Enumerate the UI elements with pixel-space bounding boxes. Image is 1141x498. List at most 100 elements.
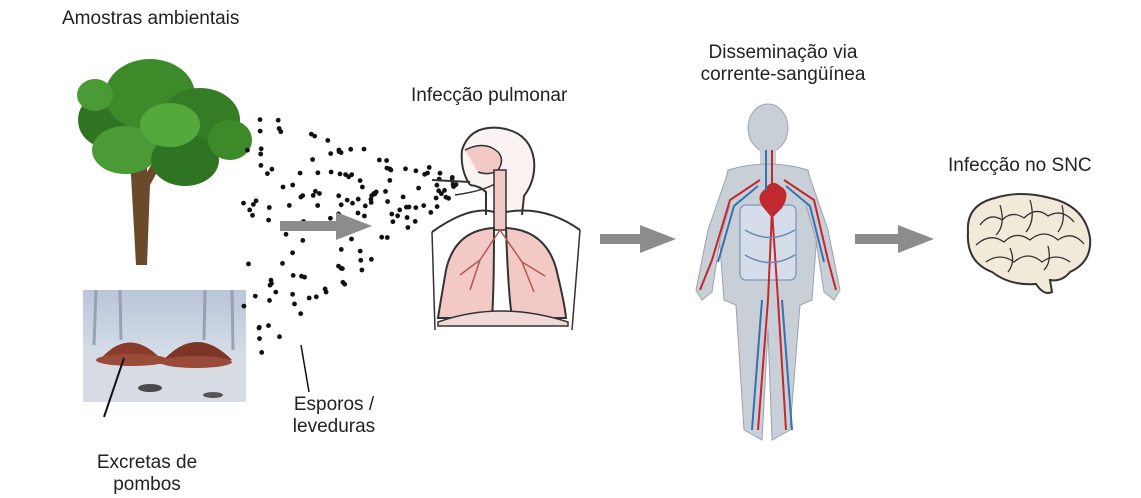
arrow-to-brain [855,225,934,253]
spores-pointer-line [301,345,309,392]
spore-dot [291,273,296,278]
spore-dot [311,193,316,198]
spore-dot [345,198,350,203]
spore-dot [385,199,390,204]
spore-dot [362,214,367,219]
spore-dot [397,208,402,213]
spores-dot-cloud [241,117,458,355]
arrow-to-bloodstream [600,225,676,253]
spore-dot [250,213,255,218]
spore-dot [246,262,251,267]
spore-dot [401,195,406,200]
spore-dot [339,266,344,271]
spore-dot [336,193,341,198]
spore-dot [395,213,400,218]
spore-dot [298,171,303,176]
spore-dot [253,294,258,299]
spore-dot [369,200,374,205]
spore-dot [328,151,333,156]
spore-dot [358,258,363,263]
spore-dot [428,210,433,215]
spore-dot [413,219,418,224]
spore-dot [257,336,262,341]
spore-dot [414,168,419,173]
spore-dot [315,203,320,208]
spore-dot [300,238,305,243]
spore-dot [444,195,449,200]
spore-dot [389,168,394,173]
spore-dot [281,185,286,190]
spore-dot [369,257,374,262]
spore-dot [374,190,379,195]
spore-dot [245,148,250,153]
spore-dot [316,170,321,175]
spore-dot [427,165,432,170]
spore-dot [342,282,347,287]
spore-dot [290,183,295,188]
spore-dot [435,204,440,209]
spore-dot [258,152,263,157]
spore-dot [362,147,367,152]
spore-dot [436,188,441,193]
spore-dot [312,134,317,139]
spore-dot [385,235,390,240]
spore-dot [387,178,392,183]
spore-dot [339,202,344,207]
spore-dot [356,211,361,216]
pigeon-droppings-photo [83,290,246,417]
spore-dot [242,304,247,309]
spore-dot [339,247,344,252]
circulatory-system-icon [696,104,840,440]
spore-dot [277,126,282,131]
spore-dot [259,350,264,355]
spore-dot [416,186,421,191]
spore-dot [265,171,270,176]
spore-dot [377,158,382,163]
spore-dot [338,172,343,177]
spore-dot [267,298,272,303]
spore-dot [348,147,353,152]
spore-dot [346,174,351,179]
spore-dot [379,235,384,240]
spore-dot [284,232,289,237]
spore-dot [313,189,318,194]
spore-dot [310,157,315,162]
spore-dot [241,201,246,206]
spore-dot [290,250,295,255]
spore-dot [363,204,368,209]
spore-dot [384,158,389,163]
spore-dot [328,216,333,221]
spore-dot [360,268,365,273]
spore-dot [277,334,282,339]
spore-dot [314,294,319,299]
spore-dot [267,205,272,210]
spore-dot [358,178,363,183]
spore-dot [280,261,285,266]
spore-dot [356,197,361,202]
spore-dot [257,326,262,331]
spore-dot [406,225,411,230]
respiratory-system-icon [432,128,580,330]
spore-dot [258,129,263,134]
spore-dot [435,183,440,188]
spore-dot [325,138,330,143]
spore-dot [290,292,295,297]
spore-dot [287,203,292,208]
spore-dot [266,218,271,223]
spore-dot [403,166,408,171]
spore-dot [358,249,363,254]
spore-dot [298,311,303,316]
spore-dot [258,117,263,122]
spore-dot [251,202,256,207]
spore-dot [269,278,274,283]
spore-dot [391,219,396,224]
spore-dot [349,237,354,242]
spore-dot [329,170,334,175]
spore-dot [422,172,427,177]
spore-dot [413,205,418,210]
brain-icon [968,194,1090,293]
spore-dot [438,171,443,176]
spore-dot [383,189,388,194]
spore-dot [299,274,304,279]
